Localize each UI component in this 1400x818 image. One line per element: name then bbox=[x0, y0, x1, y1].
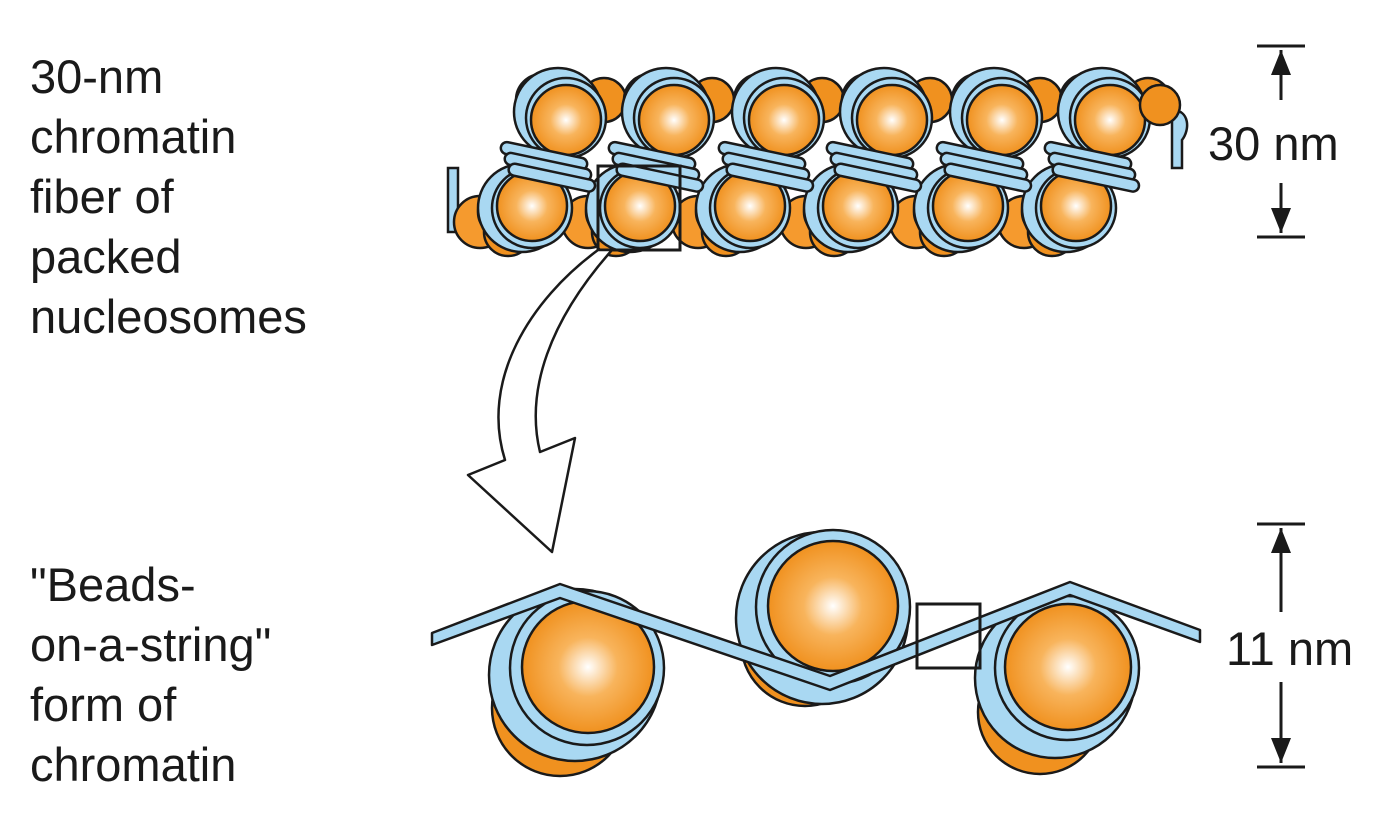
fiber-nucleosome-top bbox=[838, 66, 954, 160]
fiber-nucleosome-bottom bbox=[694, 162, 792, 254]
fiber-linker-dna bbox=[507, 162, 597, 193]
beads-label-line: on-a-string" bbox=[30, 618, 272, 671]
fiber-label: 30-nm chromatin fiber of packed nucleoso… bbox=[30, 47, 307, 347]
fiber-label-line: chromatin bbox=[30, 110, 237, 163]
zoom-box-fiber bbox=[596, 164, 682, 252]
dimension-30nm bbox=[1257, 44, 1305, 239]
fiber-linker-dna bbox=[943, 162, 1033, 193]
dimension-11nm-label: 11 nm bbox=[1226, 622, 1353, 675]
fiber-nucleosome-top bbox=[730, 66, 846, 160]
fiber-nucleosome-bottom bbox=[1020, 162, 1118, 254]
fiber-nucleosome-bottom bbox=[802, 162, 900, 254]
beads-label: "Beads- on-a-string" form of chromatin bbox=[30, 555, 271, 795]
nucleosome-bead bbox=[487, 587, 666, 778]
fiber-linker-dna bbox=[725, 162, 815, 193]
fiber-nucleosome-top bbox=[948, 66, 1064, 160]
dimension-30nm-label: 30 nm bbox=[1208, 117, 1339, 170]
fiber-label-line: 30-nm bbox=[30, 50, 164, 103]
fiber-back-bead bbox=[1138, 83, 1182, 127]
zoom-arrow bbox=[466, 248, 614, 554]
beads-label-line: "Beads- bbox=[30, 558, 196, 611]
dimension-11nm bbox=[1257, 522, 1305, 769]
fiber-linker-dna bbox=[1051, 162, 1141, 193]
nucleosome-bead bbox=[973, 594, 1141, 776]
zoom-box-linker bbox=[915, 602, 982, 670]
fiber-label-line: fiber of bbox=[30, 170, 174, 223]
fiber-nucleosome-bottom bbox=[476, 162, 574, 254]
fiber-linker-dna bbox=[833, 162, 923, 193]
fiber-label-line: packed bbox=[30, 230, 182, 283]
beads-on-string bbox=[430, 528, 1202, 778]
beads-label-line: form of bbox=[30, 678, 177, 731]
linker-dna bbox=[430, 580, 1202, 692]
fiber-nucleosome-top bbox=[512, 66, 628, 160]
fiber-nucleosome-top bbox=[620, 66, 736, 160]
fiber-label-line: nucleosomes bbox=[30, 290, 307, 343]
beads-label-line: chromatin bbox=[30, 738, 237, 791]
30nm-fiber bbox=[446, 66, 1189, 258]
